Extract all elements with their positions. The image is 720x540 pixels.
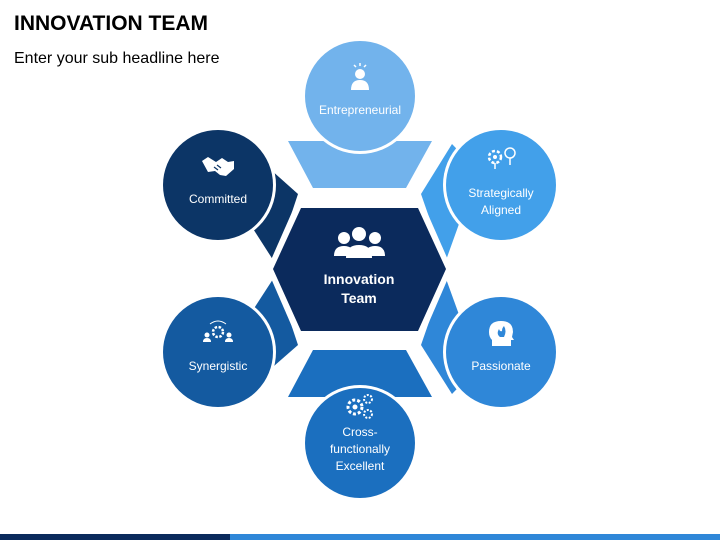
node-label-cross-functionally-excellent-line1: Cross- xyxy=(342,425,377,439)
node-circle-strategically-aligned xyxy=(446,130,556,240)
page-title: INNOVATION TEAM xyxy=(14,12,209,35)
node-circle-cross-functionally-excellent xyxy=(305,388,415,498)
gears-icon xyxy=(346,394,373,419)
node-passionate: Passionate xyxy=(443,294,559,410)
gear-bulb-icon xyxy=(487,147,516,169)
node-label-synergistic: Synergistic xyxy=(189,359,248,373)
node-synergistic: Synergistic xyxy=(160,294,276,410)
node-label-entrepreneurial: Entrepreneurial xyxy=(319,103,401,117)
head-flame-icon xyxy=(489,321,514,346)
person-idea-icon xyxy=(351,63,369,90)
people-gear-icon xyxy=(203,320,233,342)
node-label-strategically-aligned-line1: Strategically xyxy=(468,186,533,200)
node-label-cross-functionally-excellent-line2: functionally xyxy=(330,442,390,456)
node-entrepreneurial: Entrepreneurial xyxy=(302,38,418,154)
center-label-line1: Innovation xyxy=(324,271,395,287)
connector-cross-functionally-excellent xyxy=(288,350,432,397)
bottom-accent-bar xyxy=(0,534,720,540)
node-circle-synergistic xyxy=(163,297,273,407)
node-circle-passionate xyxy=(446,297,556,407)
page-subtitle: Enter your sub headline here xyxy=(14,50,220,67)
node-label-cross-functionally-excellent-line3: Excellent xyxy=(336,459,385,473)
center-hexagon: Innovation Team xyxy=(267,203,452,336)
handshake-icon xyxy=(202,157,234,176)
node-committed: Committed xyxy=(160,127,276,243)
node-circle-entrepreneurial xyxy=(305,41,415,151)
bottom-bar-light xyxy=(230,534,720,540)
node-circle-committed xyxy=(163,130,273,240)
node-label-strategically-aligned-line2: Aligned xyxy=(481,203,521,217)
node-label-committed: Committed xyxy=(189,192,247,206)
center-label-line2: Team xyxy=(341,290,377,306)
connector-entrepreneurial xyxy=(288,141,432,188)
team-icon xyxy=(334,227,385,258)
bottom-bar-dark xyxy=(0,534,230,540)
node-label-passionate: Passionate xyxy=(471,359,531,373)
